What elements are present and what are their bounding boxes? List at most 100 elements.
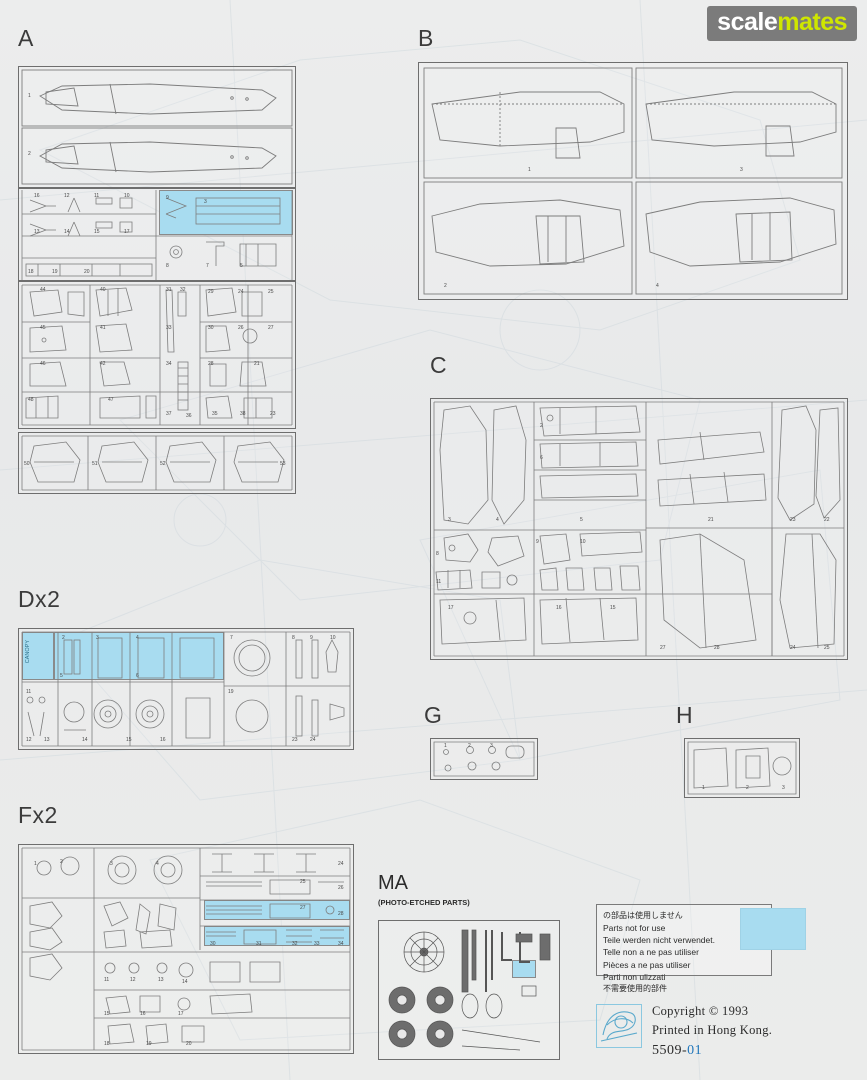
part-number-f-2: 2 (60, 859, 63, 865)
part-number-b-3: 3 (740, 167, 743, 173)
part-number-a-40: 40 (100, 287, 106, 293)
notice-line-cn: 不需要使用的部件 (603, 984, 667, 994)
part-number-c-21: 21 (708, 517, 714, 523)
part-number-a-14: 14 (64, 229, 70, 235)
part-number-a-28: 28 (208, 361, 214, 367)
part-number-a-37: 37 (166, 411, 172, 417)
kit-code: 5509-01 (652, 1040, 772, 1061)
part-number-f-28: 28 (338, 911, 344, 917)
part-number-f-34: 34 (338, 941, 344, 947)
sprue-label-d: Dx2 (18, 586, 61, 612)
part-number-f-24: 24 (338, 861, 344, 867)
part-number-g-2: 2 (468, 743, 471, 749)
brand-logo-mark (600, 1011, 638, 1042)
notice-line-fr-alt: Telle non a ne pas utiliser (603, 947, 699, 958)
part-number-h-3: 3 (782, 785, 785, 791)
part-number-c-23: 23 (790, 517, 796, 523)
kit-code-base: 5509- (652, 1042, 688, 1058)
part-number-b-4: 4 (656, 283, 659, 289)
sprue-d-highlight-row (54, 632, 224, 680)
sprue-f-highlight-2 (204, 926, 350, 946)
part-number-f-20: 20 (186, 1041, 192, 1047)
part-number-a-30: 30 (208, 325, 214, 331)
sprue-label-c: C (430, 352, 448, 378)
part-number-c-2: 2 (540, 423, 543, 429)
part-number-c-16: 16 (556, 605, 562, 611)
part-number-c-6: 6 (540, 455, 543, 461)
part-number-a-23: 23 (270, 411, 276, 417)
notice-line-fr: Pièces a ne pas utiliser (603, 959, 691, 970)
sprue-g-frame (430, 738, 538, 780)
part-number-f-14: 14 (182, 979, 188, 985)
part-number-a-7: 7 (206, 263, 209, 269)
part-number-f-1: 1 (34, 861, 37, 867)
part-number-c-24: 24 (790, 645, 796, 651)
part-number-a-27: 27 (268, 325, 274, 331)
part-number-f-18: 18 (104, 1041, 110, 1047)
part-number-d-15: 15 (126, 737, 132, 743)
sprue-label-b: B (418, 25, 434, 51)
part-number-f-25: 25 (300, 879, 306, 885)
part-number-f-30: 30 (210, 941, 216, 947)
sprue-f-highlight-1 (204, 900, 350, 920)
sprue-label-f: Fx2 (18, 802, 58, 828)
part-number-d-16: 16 (160, 737, 166, 743)
part-number-c-17: 17 (448, 605, 454, 611)
part-number-d-14: 14 (82, 737, 88, 743)
part-number-a-38: 38 (240, 411, 246, 417)
copyright-block: Copyright © 1993 Printed in Hong Kong. 5… (652, 1002, 772, 1061)
part-number-d-9: 9 (310, 635, 313, 641)
part-number-f-17: 17 (178, 1011, 184, 1017)
part-number-c-10: 10 (580, 539, 586, 545)
part-number-a-21: 21 (254, 361, 260, 367)
part-number-f-31: 31 (256, 941, 262, 947)
part-number-a-25: 25 (268, 289, 274, 295)
part-number-c-5: 5 (580, 517, 583, 523)
part-number-f-12: 12 (130, 977, 136, 983)
part-number-c-15: 15 (610, 605, 616, 611)
part-number-a-44: 44 (40, 287, 46, 293)
part-number-c-22: 22 (824, 517, 830, 523)
part-number-a-32: 32 (180, 287, 186, 293)
part-number-a-10: 10 (124, 193, 130, 199)
sprue-label-a: A (18, 25, 34, 51)
part-number-d-5: 5 (60, 673, 63, 679)
part-number-h-1: 1 (702, 785, 705, 791)
part-number-a-42: 42 (100, 361, 106, 367)
part-number-f-3: 3 (110, 861, 113, 867)
part-number-a-24: 24 (238, 289, 244, 295)
photoetch-title: MA (378, 872, 408, 894)
part-number-d-10: 10 (330, 635, 336, 641)
part-number-a-11: 11 (94, 193, 100, 199)
part-number-a-20: 20 (84, 269, 90, 275)
kit-code-suffix: 01 (687, 1042, 703, 1058)
part-number-d-3: 3 (96, 635, 99, 641)
part-number-a-9: 9 (166, 195, 169, 201)
part-number-c-11: 11 (436, 579, 442, 585)
part-number-c-3: 3 (448, 517, 451, 523)
part-number-a-46: 46 (40, 361, 46, 367)
sprue-c-frame (430, 398, 848, 660)
part-number-c-25: 25 (824, 645, 830, 651)
part-number-a-52: 52 (160, 461, 166, 467)
brand-logo (596, 1004, 642, 1048)
notice-line-en: Parts not for use (603, 922, 666, 933)
photoetch-highlight (512, 960, 536, 978)
part-number-d-6: 6 (136, 673, 139, 679)
part-number-a-50: 50 (24, 461, 30, 467)
part-number-a-35: 35 (212, 411, 218, 417)
photoetch-subtitle: (PHOTO-ETCHED PARTS) (378, 898, 470, 907)
part-number-c-28: 28 (714, 645, 720, 651)
part-number-a-5: 5 (240, 263, 243, 269)
part-number-a-18: 18 (28, 269, 34, 275)
part-number-a-26: 26 (238, 325, 244, 331)
notice-line-de: Teile werden nicht verwendet. (603, 934, 715, 945)
part-number-a-41: 41 (100, 325, 106, 331)
part-number-a-15: 15 (94, 229, 100, 235)
part-number-g-3: 3 (490, 743, 493, 749)
